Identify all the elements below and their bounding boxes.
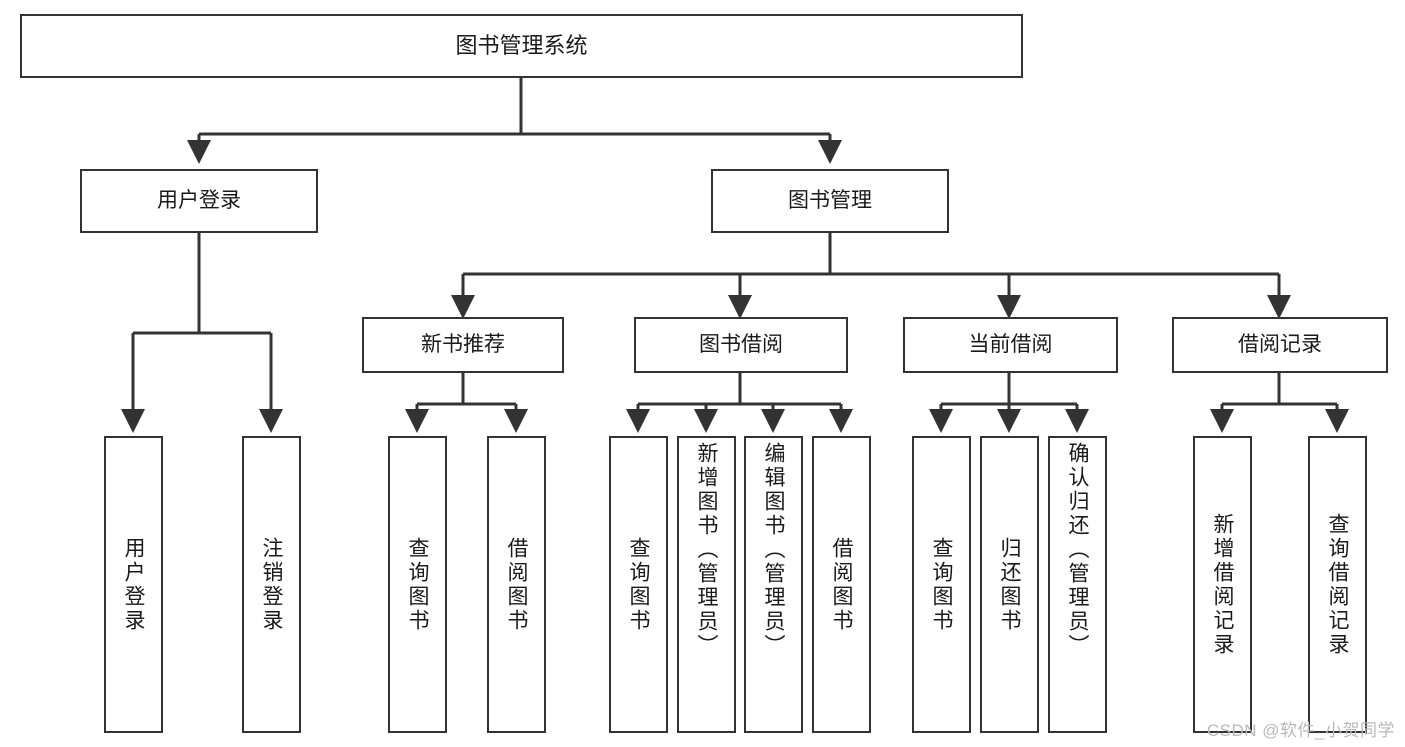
node-label: 图书借阅 [699, 332, 783, 356]
leaf-record-add-record[interactable]: 新增借阅记录 [1193, 436, 1252, 733]
node-label: 用户登录 [122, 536, 145, 633]
node-label: 借阅图书 [830, 536, 853, 633]
leaf-borrow-borrow-book[interactable]: 借阅图书 [812, 436, 871, 733]
node-label: 编辑图书（管理员） [762, 442, 785, 658]
node-label: 图书管理 [788, 188, 872, 212]
node-label: 用户登录 [157, 188, 241, 212]
leaf-borrow-query-book[interactable]: 查询图书 [609, 436, 668, 733]
node-label: 新增图书（管理员） [695, 442, 718, 658]
node-root-system[interactable]: 图书管理系统 [20, 14, 1023, 78]
leaf-current-return-book[interactable]: 归还图书 [980, 436, 1039, 733]
node-current-borrow[interactable]: 当前借阅 [903, 317, 1118, 373]
leaf-current-confirm-return-admin[interactable]: 确认归还（管理员） [1048, 436, 1107, 733]
node-label: 查询图书 [627, 536, 650, 633]
watermark-text: CSDN @软件_小贺同学 [1206, 721, 1395, 740]
node-label: 借阅记录 [1238, 332, 1322, 356]
leaf-newbook-query-book[interactable]: 查询图书 [388, 436, 447, 733]
node-user-login[interactable]: 用户登录 [80, 169, 318, 233]
leaf-borrow-edit-book-admin[interactable]: 编辑图书（管理员） [744, 436, 803, 733]
node-book-borrow[interactable]: 图书借阅 [634, 317, 848, 373]
node-new-book-recommend[interactable]: 新书推荐 [362, 317, 564, 373]
node-label: 归还图书 [998, 536, 1021, 633]
node-label: 查询图书 [406, 536, 429, 633]
leaf-current-query-book[interactable]: 查询图书 [912, 436, 971, 733]
node-label: 新增借阅记录 [1211, 512, 1234, 657]
node-label: 查询借阅记录 [1326, 512, 1349, 657]
node-label: 新书推荐 [421, 332, 505, 356]
node-label: 当前借阅 [968, 332, 1053, 356]
leaf-user-login[interactable]: 用户登录 [104, 436, 163, 733]
node-label: 注销登录 [260, 536, 283, 633]
node-label: 查询图书 [930, 536, 953, 633]
leaf-newbook-borrow-book[interactable]: 借阅图书 [487, 436, 546, 733]
node-borrow-record[interactable]: 借阅记录 [1172, 317, 1388, 373]
leaf-record-query-record[interactable]: 查询借阅记录 [1308, 436, 1367, 733]
node-label: 确认归还（管理员） [1066, 442, 1089, 658]
node-label: 借阅图书 [505, 536, 528, 633]
leaf-user-logout[interactable]: 注销登录 [242, 436, 301, 733]
node-label: 图书管理系统 [455, 33, 588, 59]
leaf-borrow-add-book-admin[interactable]: 新增图书（管理员） [677, 436, 736, 733]
node-book-management[interactable]: 图书管理 [711, 169, 949, 233]
